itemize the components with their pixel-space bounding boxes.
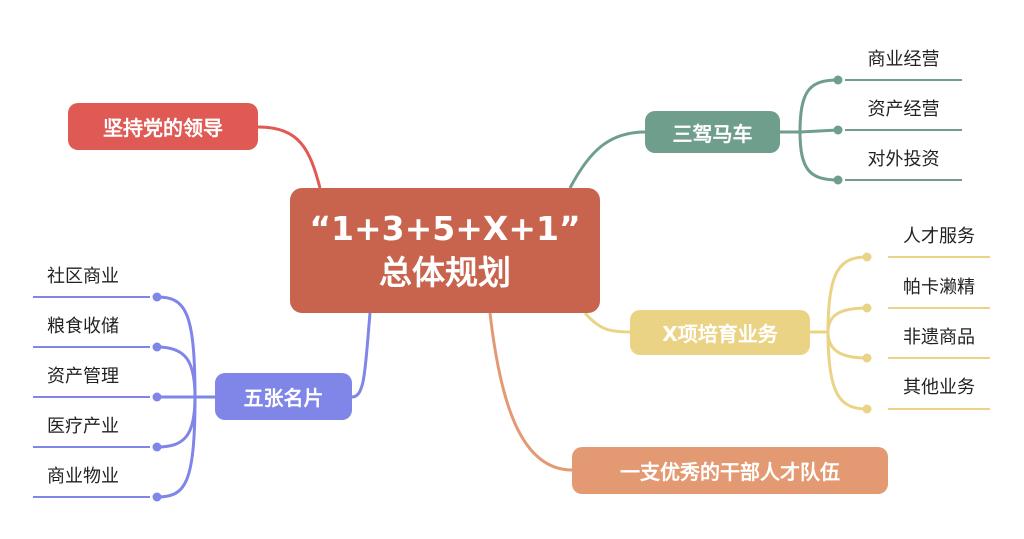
subtopic-cards[interactable]: 资产管理 <box>47 366 119 387</box>
subtopic-carriage[interactable]: 资产经营 <box>867 99 940 120</box>
x-business-branches <box>810 255 990 411</box>
subtopic-x-business[interactable]: 人才服务 <box>903 226 975 247</box>
topic-carriage[interactable]: 三驾马车 <box>645 111 780 153</box>
topic-talent-team[interactable]: 一支优秀的干部人才队伍 <box>572 447 888 494</box>
subtopic-x-business[interactable]: 其他业务 <box>903 377 975 398</box>
topic-five-cards[interactable]: 五张名片 <box>215 373 352 420</box>
subtopic-cards[interactable]: 粮食收储 <box>47 316 119 337</box>
connector-leadership <box>257 125 322 189</box>
connector-x-business <box>583 312 631 334</box>
carriage-branches <box>780 78 962 182</box>
topic-leadership[interactable]: 坚持党的领导 <box>68 103 258 150</box>
subtopic-x-business[interactable]: 帕卡濑精 <box>903 277 975 298</box>
topic-x-business[interactable]: X项培育业务 <box>630 310 810 355</box>
cards-branches <box>33 295 215 499</box>
subtopic-carriage[interactable]: 对外投资 <box>867 149 940 170</box>
connector-cards <box>351 312 372 399</box>
central-topic-line1: “1+3+5+X+1” <box>309 208 581 248</box>
subtopic-cards[interactable]: 商业物业 <box>47 466 119 487</box>
connector-talent <box>488 312 573 472</box>
subtopic-cards[interactable]: 社区商业 <box>47 266 119 287</box>
connector-carriage <box>568 130 646 189</box>
central-topic[interactable]: “1+3+5+X+1” 总体规划 <box>290 188 600 313</box>
central-topic-line2: 总体规划 <box>379 252 511 292</box>
subtopic-x-business[interactable]: 非遗商品 <box>903 327 975 348</box>
subtopic-cards[interactable]: 医疗产业 <box>47 416 119 437</box>
subtopic-carriage[interactable]: 商业经营 <box>867 49 940 70</box>
